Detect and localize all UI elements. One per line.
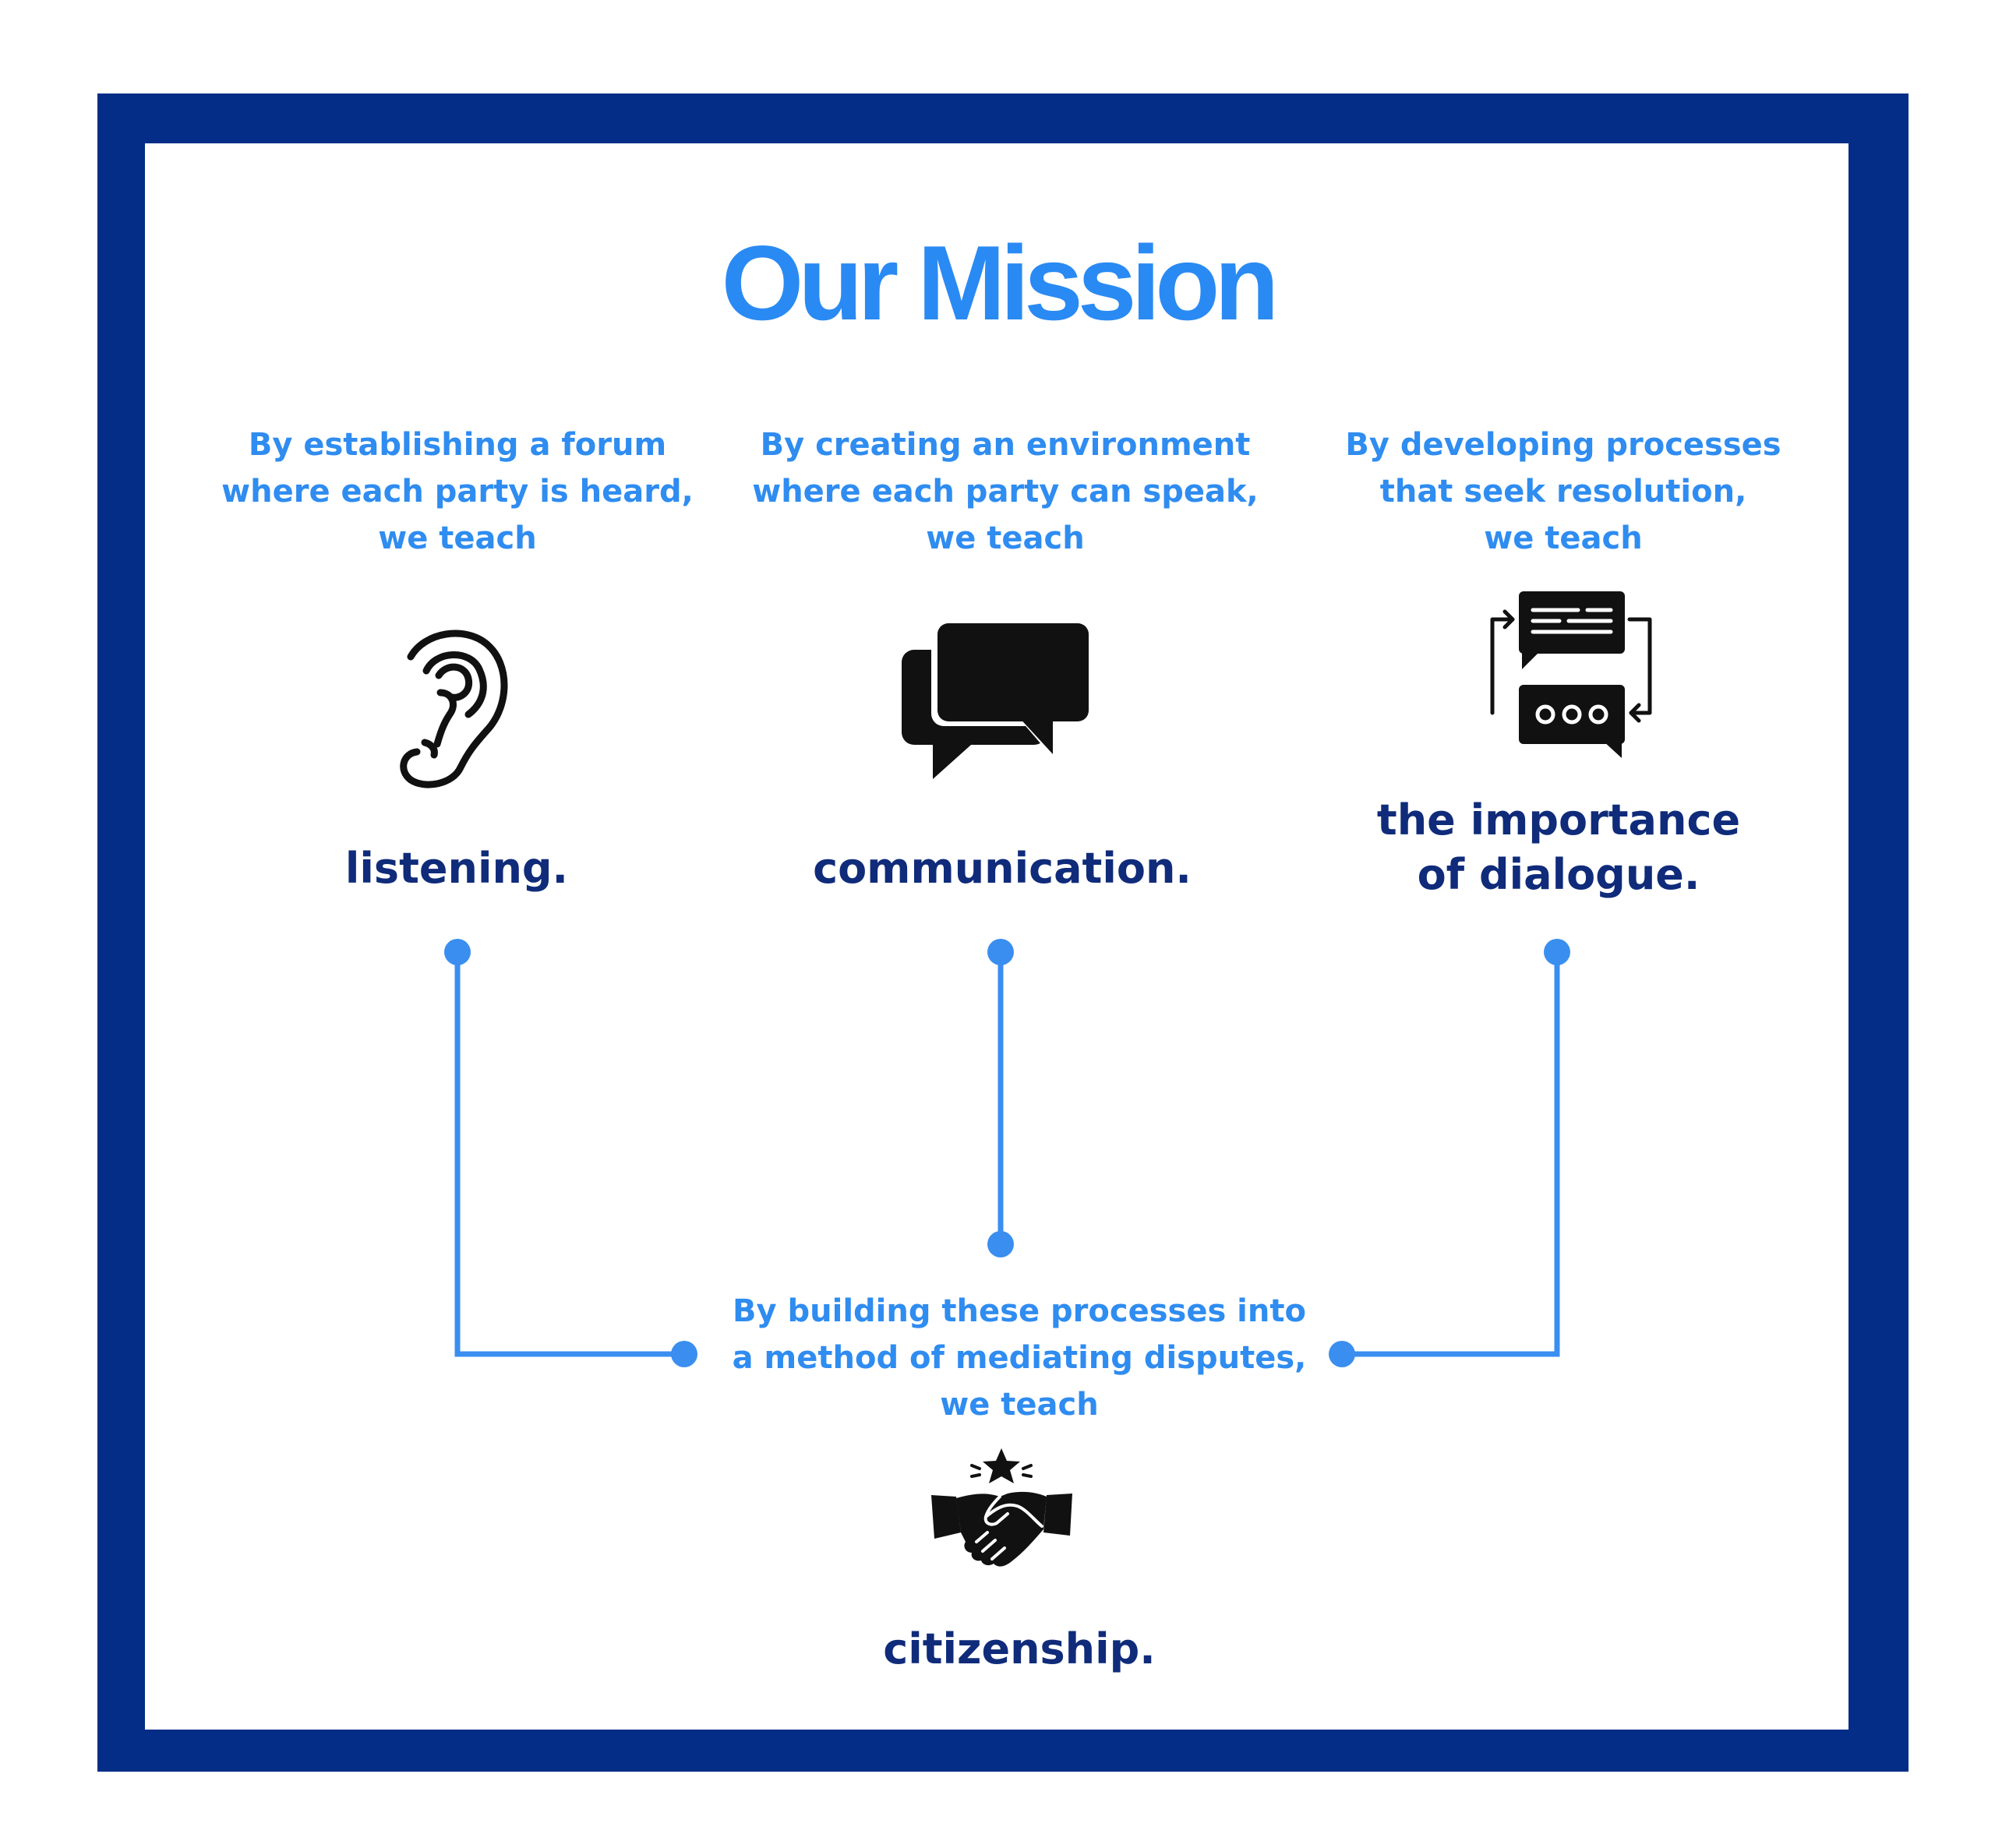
keyword-dialogue: the importance of dialogue. [1247, 793, 1870, 902]
handshake-star-icon [931, 1448, 1072, 1567]
intro-line: By creating an environment [760, 427, 1251, 463]
keyword-listening: listening. [145, 841, 768, 896]
connector-node [444, 939, 471, 965]
intro-communication: By creating an environment where each pa… [733, 421, 1278, 562]
connector-node [1329, 1341, 1355, 1367]
intro-line: where each party is heard, [221, 474, 694, 510]
intro-line: we teach [1484, 520, 1643, 556]
connector-node [987, 1231, 1014, 1257]
intro-line: a method of mediating disputes, [732, 1340, 1307, 1376]
keyword-line: citizenship. [883, 1624, 1156, 1673]
intro-line: By building these processes into [733, 1293, 1306, 1329]
connector-node [1544, 939, 1570, 965]
intro-line: By developing processes [1345, 427, 1781, 463]
connector-node [987, 939, 1014, 965]
keyword-citizenship: citizenship. [708, 1622, 1331, 1677]
right-connector [1342, 952, 1560, 1357]
ear-icon [400, 630, 508, 788]
intro-dialogue: By developing processes that seek resolu… [1291, 421, 1836, 562]
intro-line: where each party can speak, [752, 474, 1259, 510]
keyword-line: of dialogue. [1417, 850, 1700, 899]
keyword-line: communication. [813, 844, 1192, 893]
left-connector [454, 952, 684, 1357]
keyword-line: the importance [1376, 795, 1741, 845]
intro-line: By establishing a forum [248, 427, 667, 463]
intro-line: we teach [940, 1387, 1099, 1423]
speech-bubbles-icon [902, 623, 1089, 779]
intro-citizenship: By building these processes into a metho… [669, 1288, 1370, 1428]
keyword-line: listening. [344, 844, 569, 893]
connector-node [671, 1341, 697, 1367]
keyword-communication: communication. [690, 841, 1314, 896]
intro-listening: By establishing a forum where each party… [185, 421, 730, 562]
intro-line: we teach [926, 520, 1085, 556]
intro-line: that seek resolution, [1379, 474, 1747, 510]
page-title: Our Mission [721, 224, 1280, 342]
intro-line: we teach [378, 520, 537, 556]
dialogue-exchange-icon [1490, 591, 1652, 758]
